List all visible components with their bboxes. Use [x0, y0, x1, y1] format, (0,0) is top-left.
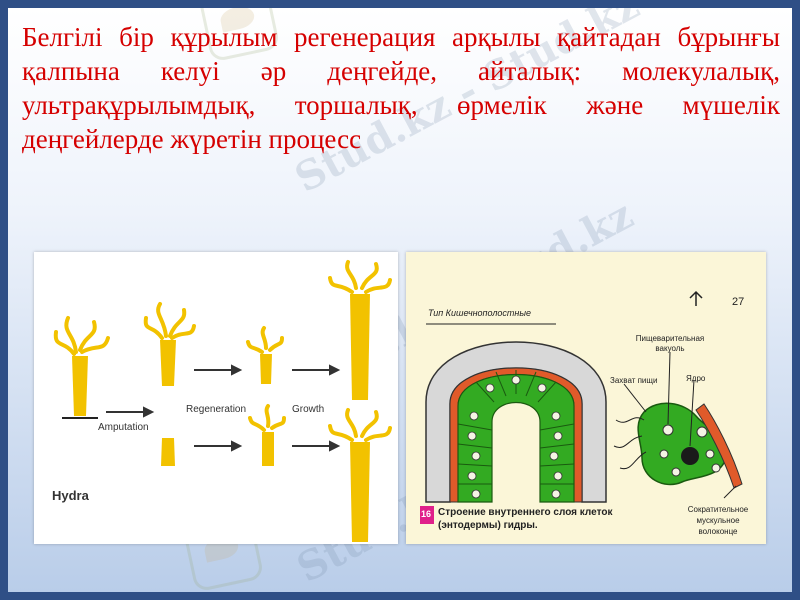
figure-number-badge: 16: [421, 509, 432, 519]
slide: Stud.kz - Stud.kz Stud.kz - Stud.kz Stud…: [8, 8, 792, 592]
amputation-label: Amputation: [98, 422, 149, 433]
page-number: 27: [732, 296, 745, 308]
hydra-regeneration-figure: Hydra Amputation Regeneration Growth: [34, 252, 398, 544]
vacuole-label: Пищеварительная вакуоль: [635, 334, 705, 353]
endoderm-diagram: [420, 290, 743, 524]
figure-caption: Строение внутреннего слоя клеток (энтоде…: [438, 507, 613, 531]
hydra-label: Hydra: [52, 488, 89, 503]
regeneration-label: Regeneration: [186, 404, 247, 415]
slide-body-text: Белгілі бір құрылым регенерация арқылы қ…: [22, 22, 780, 154]
nucleus-label: Ядро: [686, 374, 706, 383]
figure-header: Тип Кишечнополостные: [428, 308, 531, 318]
endoderm-cell-figure: Тип Кишечнополостные 27 Пищеварительная …: [406, 252, 766, 544]
hydra-diagram: [53, 260, 392, 542]
growth-label: Growth: [292, 404, 325, 415]
capture-label: Захват пищи: [610, 376, 658, 385]
muscle-fiber-label: Сократительное мускульное волоконце: [687, 505, 749, 536]
